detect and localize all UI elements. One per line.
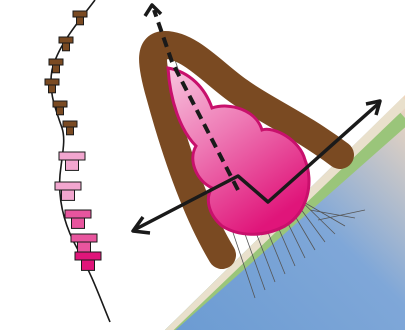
brown-ring-icon bbox=[73, 11, 87, 25]
pink-ring-icon bbox=[59, 152, 85, 170]
brown-ring-icon bbox=[63, 121, 77, 135]
brown-ring-icon bbox=[45, 79, 59, 93]
shaft-profile bbox=[45, 0, 110, 322]
pink-ring-icon bbox=[55, 182, 81, 200]
shaft-outline-icon bbox=[51, 0, 110, 322]
pink-ring-icon bbox=[65, 210, 91, 228]
pink-ring-icon bbox=[75, 252, 101, 270]
